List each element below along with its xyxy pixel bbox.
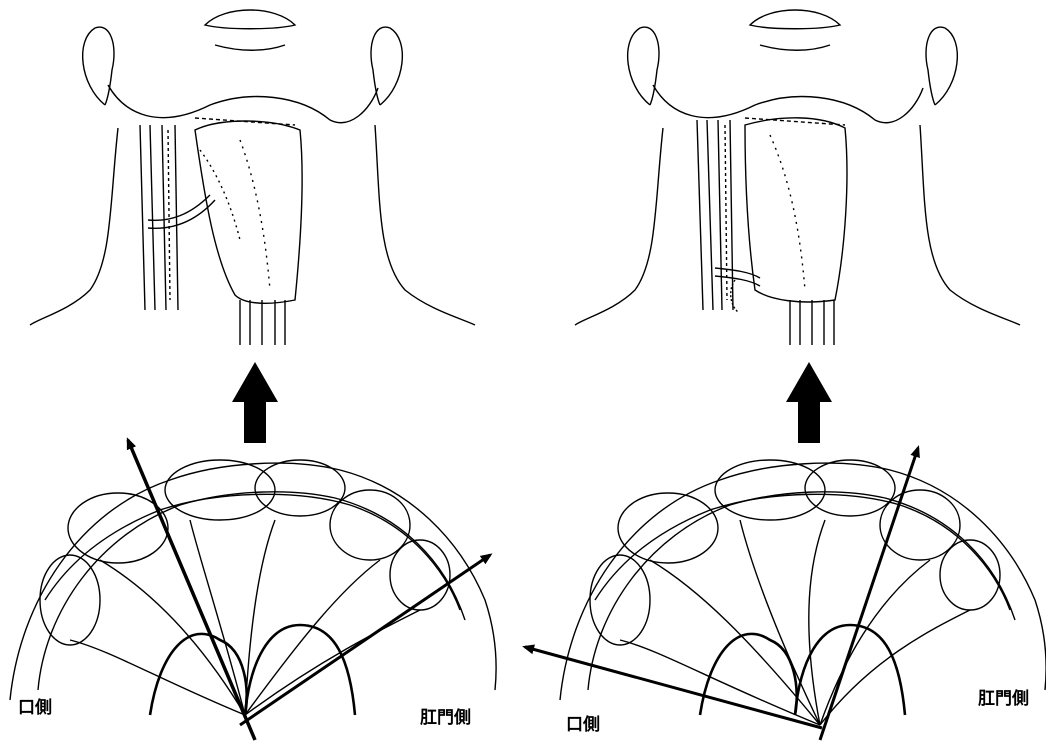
left-mesentery xyxy=(10,460,496,715)
up-arrow-left xyxy=(232,362,278,443)
right-mesentery xyxy=(560,460,1046,725)
label-left-anal: 肛門側 xyxy=(420,703,471,728)
left-neck xyxy=(30,10,475,345)
left-oral-arrow xyxy=(128,440,255,740)
right-neck xyxy=(575,10,1020,345)
left-anal-arrow xyxy=(240,555,490,725)
up-arrow-right xyxy=(786,362,832,443)
label-right-anal: 肛門側 xyxy=(978,684,1029,709)
label-right-oral: 口側 xyxy=(566,710,600,735)
label-left-oral: 口側 xyxy=(18,693,52,718)
